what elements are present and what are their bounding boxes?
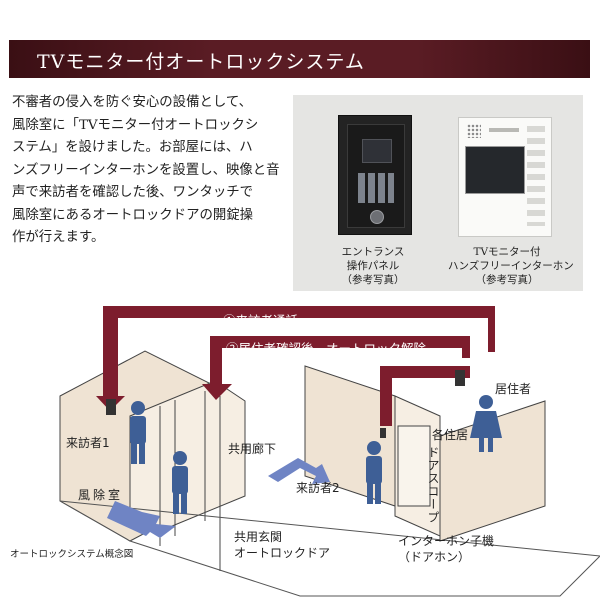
corridor-label: 共用廊下 (228, 442, 277, 456)
caption-line: エントランス (341, 246, 405, 258)
entrance-panel-face (347, 124, 405, 228)
intro-line: 風除室にあるオートロックドアの開錠操 (12, 207, 254, 223)
intro-line: 声で来訪者を確認した後、ワンタッチで (12, 185, 254, 200)
camera-lens-icon (370, 210, 384, 224)
visitor2-figure (366, 441, 382, 504)
entrance-panel-caption: エントランス 操作パネル （参考写真） (323, 245, 423, 287)
intro-line: 作が行えます。 (12, 230, 105, 245)
visitor1-figure (130, 401, 146, 464)
door-rect (397, 425, 431, 507)
monitor-screen (465, 146, 525, 194)
intercom-monitor-image (458, 117, 552, 237)
intro-line: ステム」を設けました。お部屋には、ハ (12, 140, 253, 155)
diagram-drawing (59, 306, 600, 597)
visitor-figure (172, 451, 188, 514)
each-home-label: 各住居 (432, 428, 469, 442)
intro-line: 不審者の侵入を防ぐ安心の設備として、 (12, 95, 252, 110)
caption-line: （参考写真） (341, 274, 405, 286)
resident-label: 居住者 (495, 382, 532, 396)
handset-label-line1: インターホン子機 (398, 534, 495, 548)
monitor-buttons (527, 126, 545, 226)
handset-label-line2: （ドアホン） (398, 550, 471, 564)
diagram-caption: オートロックシステム概念図 (10, 549, 134, 560)
vestibule-label: 風除室 (78, 488, 124, 502)
visitor2-label: 来訪者2 (296, 481, 340, 495)
entrance-label-line1: 共用玄関 (234, 530, 283, 544)
intro-line: ンズフリーインターホンを設置し、映像と音 (12, 162, 280, 178)
caption-line: TVモニター付 (473, 246, 541, 258)
floor-outline (59, 500, 600, 597)
intercom-monitor-caption: TVモニター付 ハンズフリーインターホン （参考写真） (448, 245, 574, 287)
unit-block (439, 400, 546, 542)
caption-line: ハンズフリーインターホン (448, 260, 574, 272)
reference-photos: エントランス 操作パネル （参考写真） TVモニター付 ハンズフリーインターホン… (293, 95, 583, 291)
caption-line: （参考写真） (475, 274, 539, 286)
visitor1-label: 来訪者1 (66, 436, 110, 450)
resident-figure (470, 395, 502, 452)
entrance-label-line2: オートロックドア (234, 546, 331, 560)
step1-label: ①来訪者通話 (223, 313, 299, 328)
page-title: TVモニター付オートロックシステム (37, 51, 365, 73)
speaker-icon (467, 124, 481, 138)
door-intercom-icon (380, 428, 386, 438)
brand-label-mark (489, 128, 519, 132)
intro-line: 風除室に「TVモニター付オートロックシ (12, 117, 259, 133)
entrance-panel-image (338, 115, 412, 235)
panel-screen (362, 139, 392, 163)
title-banner: TVモニター付オートロックシステム (9, 40, 590, 78)
step2-label: ②居住者確認後、オートロック解除 (226, 341, 427, 356)
home-monitor-icon (455, 370, 465, 386)
intro-paragraph: 不審者の侵入を防ぐ安心の設備として、 風除室に「TVモニター付オートロックシ ス… (12, 92, 280, 250)
vestibule-arrow (107, 501, 176, 538)
autolock-diagram: ①来訪者通話 ②居住者確認後、オートロック解除 来訪者1 共用廊下 風除室 来訪… (0, 296, 600, 600)
door-scope-label: ドアスコープ (426, 446, 440, 524)
entrance-panel-icon (106, 399, 116, 415)
corridor-arrow (268, 458, 330, 484)
caption-line: 操作パネル (346, 260, 400, 272)
keypad-icon (358, 173, 394, 203)
